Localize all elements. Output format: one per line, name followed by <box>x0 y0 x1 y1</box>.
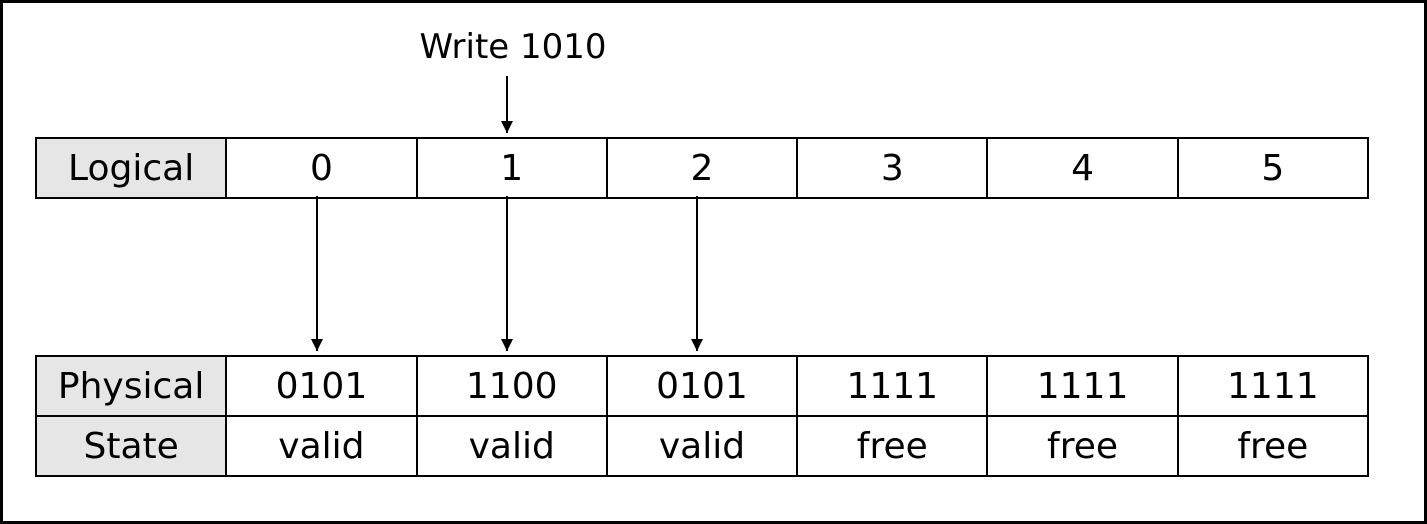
logical-table: Logical 0 1 2 3 4 5 <box>34 137 1370 199</box>
state-cell: free <box>796 415 989 477</box>
state-cell: valid <box>415 415 608 477</box>
physical-cell: 1111 <box>796 355 989 417</box>
state-row: State valid valid valid free free free <box>34 415 1370 477</box>
state-cell: valid <box>225 415 418 477</box>
state-cell: free <box>986 415 1179 477</box>
logical-cell: 2 <box>605 137 799 199</box>
mapping-arrows <box>311 76 703 351</box>
logical-cell: 5 <box>1176 137 1370 199</box>
logical-row: Logical 0 1 2 3 4 5 <box>34 137 1370 199</box>
state-cell: valid <box>605 415 799 477</box>
state-cell: free <box>1176 415 1370 477</box>
physical-cell: 0101 <box>225 355 418 417</box>
physical-cell: 1111 <box>986 355 1179 417</box>
logical-header: Logical <box>34 137 228 199</box>
physical-row: Physical 0101 1100 0101 1111 1111 1111 <box>34 355 1370 417</box>
logical-cell: 1 <box>415 137 608 199</box>
physical-cell: 1111 <box>1176 355 1370 417</box>
logical-cell: 3 <box>796 137 989 199</box>
state-header: State <box>34 415 228 477</box>
logical-cell: 0 <box>225 137 418 199</box>
physical-header: Physical <box>34 355 228 417</box>
physical-cell: 0101 <box>605 355 799 417</box>
logical-cell: 4 <box>986 137 1179 199</box>
physical-cell: 1100 <box>415 355 608 417</box>
write-operation-label: Write 1010 <box>419 27 607 67</box>
physical-table: Physical 0101 1100 0101 1111 1111 1111 S… <box>34 355 1370 477</box>
